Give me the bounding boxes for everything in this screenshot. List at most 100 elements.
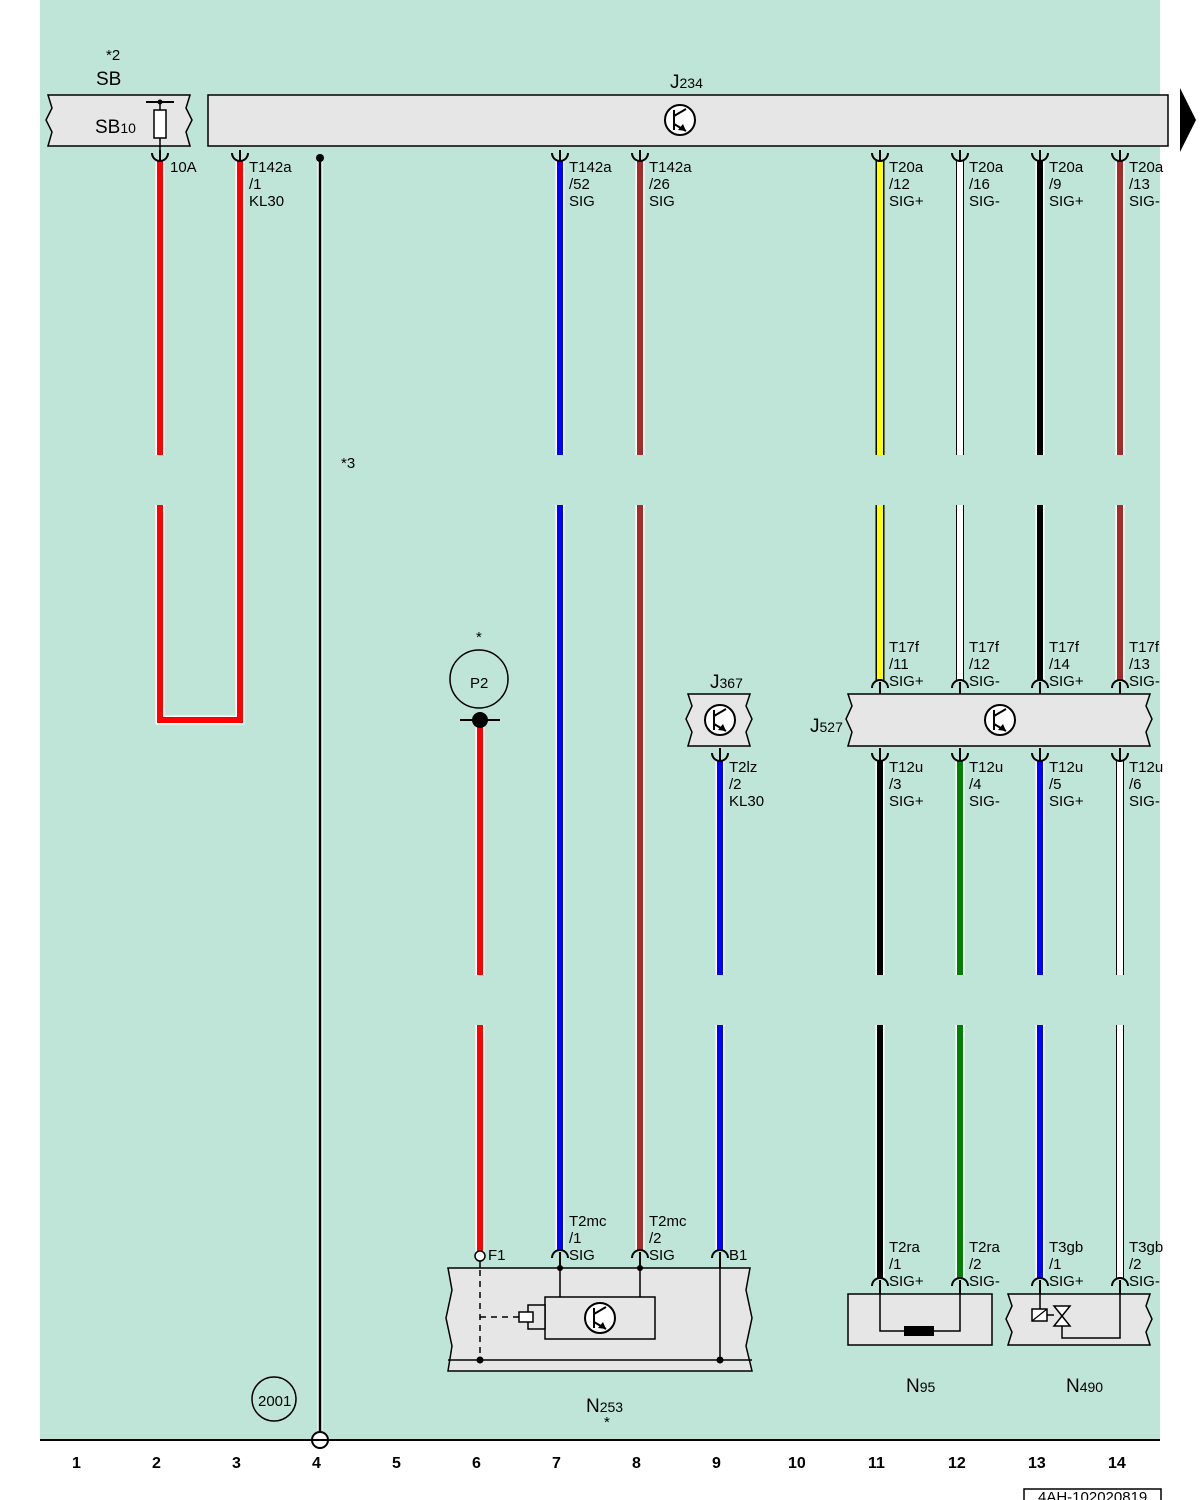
pin-label: SIG+ bbox=[1049, 1273, 1084, 1290]
connector-pins bbox=[151, 150, 1129, 1294]
pin-label: /4 bbox=[969, 776, 982, 793]
pin-label: SIG bbox=[569, 193, 595, 210]
pin-label: T142a bbox=[569, 159, 612, 176]
pin-label: T12u bbox=[889, 759, 923, 776]
pin-label: T20a bbox=[889, 159, 924, 176]
svg-text:4AH-102020819: 4AH-102020819 bbox=[1038, 1489, 1147, 1500]
pin-label: SIG+ bbox=[889, 673, 924, 690]
pin-label: B1 bbox=[729, 1247, 747, 1264]
component-n95[interactable]: N95 bbox=[847, 1293, 993, 1397]
ground-note: *3 bbox=[341, 455, 355, 472]
pin-label: /26 bbox=[649, 176, 670, 193]
pin-label: /12 bbox=[889, 176, 910, 193]
pin-label: SIG+ bbox=[889, 193, 924, 210]
svg-text:2001: 2001 bbox=[258, 1393, 291, 1410]
pin-label: /1 bbox=[249, 176, 262, 193]
component-p2[interactable]: * P2 bbox=[449, 629, 509, 728]
pin-label: SIG- bbox=[1129, 193, 1160, 210]
component-n253[interactable]: N253 * bbox=[445, 1265, 753, 1431]
pin-label: /2 bbox=[969, 1256, 982, 1273]
pin-label: SIG- bbox=[1129, 673, 1160, 690]
pin-label: SIG- bbox=[1129, 793, 1160, 810]
pin-label: SIG+ bbox=[1049, 673, 1084, 690]
valve-icon bbox=[1031, 1305, 1072, 1327]
p2-label: P2 bbox=[470, 675, 488, 692]
pin-label: T17f bbox=[1129, 639, 1160, 656]
pin-label: T17f bbox=[1049, 639, 1080, 656]
column-number: 9 bbox=[712, 1455, 721, 1472]
pin-label: SIG+ bbox=[889, 1273, 924, 1290]
column-numbers: 1 2 3 4 5 6 7 8 9 10 11 12 13 14 bbox=[72, 1455, 1126, 1472]
pin-label: T17f bbox=[969, 639, 1000, 656]
transistor-icon bbox=[664, 104, 696, 136]
pin-label: /1 bbox=[569, 1230, 582, 1247]
resistor-icon bbox=[904, 1326, 934, 1336]
diagram-id-box: 4AH-102020819 bbox=[1023, 1488, 1162, 1500]
pin-label: T2mc bbox=[649, 1213, 687, 1230]
column-number: 7 bbox=[552, 1455, 561, 1472]
pin-label: /14 bbox=[1049, 656, 1070, 673]
pin-label: /13 bbox=[1129, 656, 1150, 673]
column-number: 2 bbox=[152, 1455, 161, 1472]
column-number: 12 bbox=[948, 1455, 966, 1472]
column-number: 8 bbox=[632, 1455, 641, 1472]
pin-label: /12 bbox=[969, 656, 990, 673]
pin-label: T2mc bbox=[569, 1213, 607, 1230]
pin-label: SIG- bbox=[969, 193, 1000, 210]
pin-label: /1 bbox=[1049, 1256, 1062, 1273]
pin-label: /16 bbox=[969, 176, 990, 193]
wire-2-3-red-loop bbox=[155, 160, 245, 725]
pin-label: SIG- bbox=[969, 793, 1000, 810]
control-unit-j367[interactable]: J367 bbox=[685, 672, 753, 747]
n490-label: N490 bbox=[1066, 1376, 1103, 1397]
pin-label: T2lz bbox=[729, 759, 757, 776]
sb-label: SB bbox=[96, 69, 121, 90]
pin-label: T20a bbox=[1129, 159, 1164, 176]
pin-label: T3gb bbox=[1049, 1239, 1083, 1256]
column-number: 3 bbox=[232, 1455, 241, 1472]
pin-label: /52 bbox=[569, 176, 590, 193]
pin-label: KL30 bbox=[729, 793, 764, 810]
pin-label: /9 bbox=[1049, 176, 1062, 193]
pin-label: SIG+ bbox=[889, 793, 924, 810]
continue-arrow-icon[interactable] bbox=[1180, 88, 1196, 152]
transistor-icon bbox=[584, 1302, 616, 1334]
pin-label: T2ra bbox=[889, 1239, 921, 1256]
pin-label: KL30 bbox=[249, 193, 284, 210]
fuse-box-sb[interactable]: *2 SB SB10 bbox=[45, 47, 193, 155]
pin-label: T12u bbox=[1049, 759, 1083, 776]
transistor-icon bbox=[984, 704, 1016, 736]
pin-label: SIG+ bbox=[1049, 793, 1084, 810]
pin-label: T2ra bbox=[969, 1239, 1001, 1256]
pin-label: /6 bbox=[1129, 776, 1142, 793]
control-unit-j234[interactable]: J234 bbox=[207, 72, 1169, 147]
pin-label: /2 bbox=[1129, 1256, 1142, 1273]
pin-label: T20a bbox=[969, 159, 1004, 176]
wire-4-ground: *3 bbox=[311, 154, 355, 1449]
pin-label: T17f bbox=[889, 639, 920, 656]
component-n490[interactable]: N490 bbox=[1005, 1293, 1153, 1397]
sb10-label: SB10 bbox=[95, 117, 136, 138]
pin-label: F1 bbox=[488, 1247, 506, 1264]
pin-label: /3 bbox=[889, 776, 902, 793]
pin-label: T3gb bbox=[1129, 1239, 1163, 1256]
control-unit-j527[interactable]: J527 bbox=[810, 693, 1153, 747]
column-number: 1 bbox=[72, 1455, 81, 1472]
column-number: 11 bbox=[868, 1455, 885, 1472]
pin-label: T12u bbox=[969, 759, 1003, 776]
j527-label: J527 bbox=[810, 716, 843, 737]
column-number: 13 bbox=[1028, 1455, 1046, 1472]
pin-label: /13 bbox=[1129, 176, 1150, 193]
column-number: 6 bbox=[472, 1455, 481, 1472]
column-number: 14 bbox=[1108, 1455, 1126, 1472]
n253-note: * bbox=[604, 1414, 610, 1431]
pin-label: /11 bbox=[889, 656, 909, 673]
pin-label: T142a bbox=[249, 159, 292, 176]
pin-label: T142a bbox=[649, 159, 692, 176]
column-number: 4 bbox=[312, 1455, 321, 1472]
transistor-icon bbox=[704, 704, 736, 736]
pin-label: SIG bbox=[649, 1247, 675, 1264]
pin-label: 10A bbox=[170, 159, 197, 176]
pin-label: SIG+ bbox=[1049, 193, 1084, 210]
